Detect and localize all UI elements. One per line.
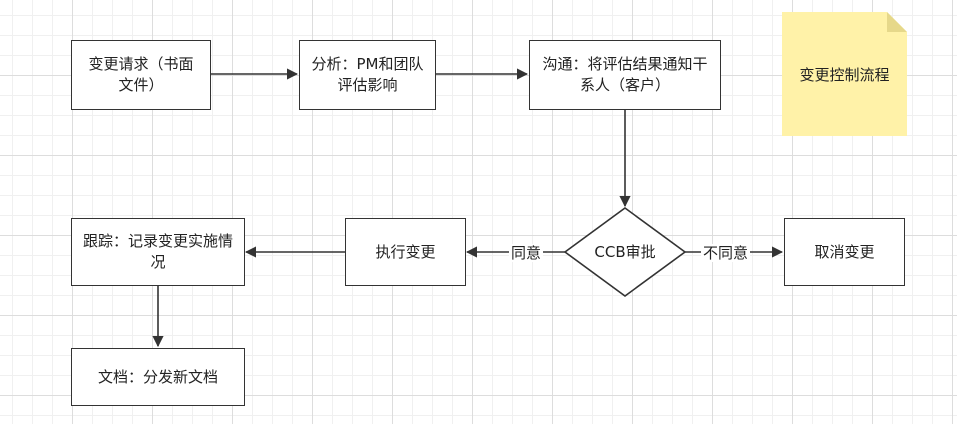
node-communicate: 沟通：将评估结果通知干系人（客户）: [529, 40, 721, 110]
node-analysis-label: 分析：PM和团队评估影响: [311, 55, 424, 94]
node-track: 跟踪：记录变更实施情况: [71, 218, 245, 286]
node-execute-change-label: 执行变更: [375, 242, 436, 261]
node-ccb-label: CCB审批: [594, 243, 656, 261]
node-cancel-change-label: 取消变更: [814, 242, 875, 261]
edge-label-agree: 同意: [509, 244, 544, 262]
sticky-note: 变更控制流程: [782, 12, 907, 136]
node-document-label: 文档：分发新文档: [97, 367, 218, 386]
node-communicate-label: 沟通：将评估结果通知干系人（客户）: [542, 55, 708, 94]
node-document: 文档：分发新文档: [71, 348, 245, 406]
node-change-request: 变更请求（书面文件）: [71, 40, 211, 110]
ccb-decision-diamond: [563, 207, 687, 297]
node-execute-change: 执行变更: [345, 218, 466, 286]
node-cancel-change: 取消变更: [784, 218, 905, 286]
edge-label-disagree: 不同意: [701, 244, 751, 262]
node-change-request-label: 变更请求（书面文件）: [88, 55, 194, 94]
node-analysis: 分析：PM和团队评估影响: [299, 40, 436, 110]
sticky-note-text: 变更控制流程: [799, 65, 890, 84]
node-track-label: 跟踪：记录变更实施情况: [82, 232, 233, 271]
